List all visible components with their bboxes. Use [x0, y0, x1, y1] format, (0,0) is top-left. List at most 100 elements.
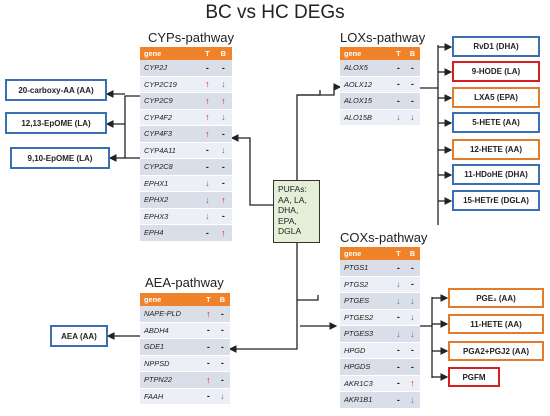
no-change-dash: - — [214, 322, 230, 339]
col-b: B — [404, 47, 420, 60]
metabolite-box: PGA2+PGJ2 (AA) — [448, 341, 544, 361]
metabolite-label: 9-HODE (LA) — [471, 67, 521, 76]
no-change-dash: - — [404, 342, 420, 359]
up-arrow-icon: ↑ — [214, 224, 232, 242]
no-change-dash: - — [202, 322, 215, 339]
pufa-to-aea-arrow — [228, 243, 298, 353]
up-arrow-icon: ↑ — [200, 125, 215, 143]
gene-row: AOLX12-- — [340, 76, 420, 93]
no-change-dash: - — [392, 358, 405, 376]
metabolite-label: 12,13-EpOME (LA) — [21, 118, 91, 128]
gene-row: PTGES2-↓ — [340, 309, 420, 326]
gene-row: EPHX3↓- — [140, 208, 232, 225]
cox-pathway-title: COXs-pathway — [340, 230, 428, 245]
down-arrow-icon: ↓ — [392, 292, 405, 310]
gene-row: PTGS1-- — [340, 260, 420, 277]
gene-name: PTPN22 — [140, 371, 202, 389]
gene-name: GDE1 — [140, 338, 202, 356]
pufa-to-lox-line — [296, 90, 321, 180]
metabolite-label: 12-HETE (AA) — [469, 145, 522, 154]
no-change-dash: - — [202, 338, 215, 356]
metabolite-box: PGE₂ (AA) — [448, 288, 544, 308]
gene-row: PTGS2↓- — [340, 276, 420, 293]
gene-name: PTGES3 — [340, 325, 392, 343]
pufa-item: DGLA — [278, 226, 302, 236]
no-change-dash: - — [200, 60, 215, 77]
no-change-dash: - — [214, 208, 232, 225]
cox-table: gene T B PTGS1--PTGS2↓-PTGES↓↓PTGES2-↓PT… — [340, 247, 420, 409]
metabolite-box: 11-HETE (AA) — [448, 314, 544, 334]
down-arrow-icon: ↓ — [392, 276, 405, 293]
figure-title: BC vs HC DEGs — [205, 2, 345, 23]
metabolite-label: PGE₂ (AA) — [476, 293, 516, 303]
cyp-pathway-title: CYPs-pathway — [148, 30, 234, 45]
no-change-dash: - — [392, 375, 405, 392]
no-change-dash: - — [392, 309, 405, 326]
col-t: T — [392, 247, 405, 260]
no-change-dash: - — [200, 142, 215, 159]
col-t: T — [202, 293, 215, 306]
gene-name: ALOX15 — [340, 92, 392, 110]
down-arrow-icon: ↓ — [200, 208, 215, 225]
pufa-to-cyp-arrow — [230, 134, 273, 206]
down-arrow-icon: ↓ — [404, 109, 420, 126]
col-t: T — [392, 47, 405, 60]
metabolite-label: 9,10-EpOME (LA) — [27, 153, 93, 163]
metabolite-box: PGFM — [448, 367, 500, 387]
gene-row: AKR1C3-↑ — [340, 375, 420, 392]
col-gene: gene — [140, 47, 200, 60]
no-change-dash: - — [214, 158, 232, 176]
pufa-to-cox-line — [297, 295, 319, 301]
no-change-dash: - — [404, 276, 420, 293]
gene-name: PTGS2 — [340, 276, 392, 293]
gene-row: ALOX15-- — [340, 92, 420, 110]
down-arrow-icon: ↓ — [392, 109, 405, 126]
up-arrow-icon: ↑ — [200, 109, 215, 126]
no-change-dash: - — [200, 158, 215, 176]
no-change-dash: - — [404, 60, 420, 77]
up-arrow-icon: ↑ — [200, 76, 215, 93]
pufa-item: EPA, — [278, 215, 297, 226]
gene-name: EPHX2 — [140, 191, 200, 209]
gene-row: NAPE-PLD↑- — [140, 306, 230, 323]
metabolite-box: 20-carboxy-AA (AA) — [5, 79, 107, 101]
gene-row: CYP4A11-↓ — [140, 142, 232, 159]
down-arrow-icon: ↓ — [404, 325, 420, 343]
no-change-dash: - — [202, 355, 215, 372]
gene-row: PTGES↓↓ — [340, 292, 420, 310]
gene-row: EPHX1↓- — [140, 175, 232, 192]
pufa-item: DHA, — [278, 205, 299, 215]
metabolite-box: LXA5 (EPA) — [452, 87, 540, 108]
metabolite-box: RvD1 (DHA) — [452, 36, 540, 57]
down-arrow-icon: ↓ — [404, 309, 420, 326]
no-change-dash: - — [214, 371, 230, 389]
no-change-dash: - — [392, 260, 405, 277]
gene-row: CYP4F3↑- — [140, 125, 232, 143]
down-arrow-icon: ↓ — [214, 142, 232, 159]
up-arrow-icon: ↑ — [404, 375, 420, 392]
col-b: B — [214, 47, 232, 60]
no-change-dash: - — [392, 92, 405, 110]
up-arrow-icon: ↑ — [202, 371, 215, 389]
gene-row: PTGES3↓↓ — [340, 325, 420, 343]
no-change-dash: - — [392, 76, 405, 93]
gene-name: NAPE-PLD — [140, 306, 202, 323]
aea-pathway-title: AEA-pathway — [145, 275, 224, 290]
gene-name: CYP2C8 — [140, 158, 200, 176]
down-arrow-icon: ↓ — [214, 388, 230, 405]
gene-name: AOLX12 — [340, 76, 392, 93]
no-change-dash: - — [392, 342, 405, 359]
gene-row: PTPN22↑- — [140, 371, 230, 389]
no-change-dash: - — [214, 306, 230, 323]
no-change-dash: - — [202, 388, 215, 405]
col-b: B — [404, 247, 420, 260]
gene-name: AKR1C3 — [340, 375, 392, 392]
metabolite-label: RvD1 (DHA) — [473, 42, 519, 51]
no-change-dash: - — [404, 260, 420, 277]
col-gene: gene — [340, 247, 392, 260]
no-change-dash: - — [404, 358, 420, 376]
metabolite-box: 12,13-EpOME (LA) — [5, 112, 107, 134]
down-arrow-icon: ↓ — [214, 76, 232, 93]
down-arrow-icon: ↓ — [200, 191, 215, 209]
